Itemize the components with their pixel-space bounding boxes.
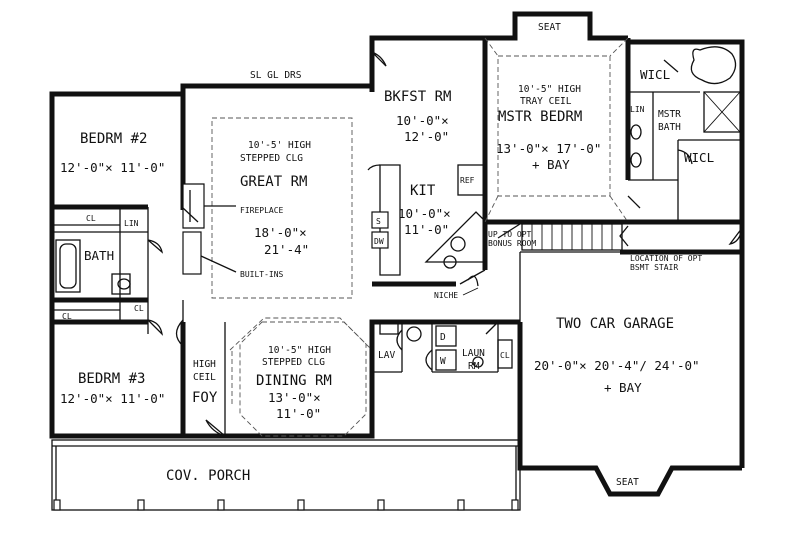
foyer-ceiling-1: HIGH: [193, 359, 216, 370]
bedroom-3-size: 12'-0"× 11'-0": [60, 391, 165, 406]
lav-label: LAV: [378, 350, 395, 361]
master-bath-label-1: MSTR: [658, 109, 681, 120]
room-labels: SL GL DRS BEDRM #2 12'-0"× 11'-0" 10'-5'…: [60, 22, 714, 488]
seat-bottom-label: SEAT: [616, 477, 639, 488]
master-bedroom-bay: + BAY: [532, 157, 570, 172]
sl-gl-drs-label: SL GL DRS: [250, 70, 302, 81]
bedroom-3-name: BEDRM #3: [78, 371, 145, 387]
kitchen-name: KIT: [410, 183, 436, 199]
great-room-size-1: 18'-0"×: [254, 225, 307, 240]
master-bedroom-name: MSTR BEDRM: [498, 109, 582, 125]
hall-bath-label: BATH: [84, 248, 114, 263]
great-room-size-2: 21'-4": [264, 242, 309, 257]
dining-room-size-1: 13'-0"×: [268, 390, 321, 405]
sink-label: S: [376, 217, 381, 226]
bedroom-2-size: 12'-0"× 11'-0": [60, 160, 165, 175]
built-ins-label: BUILT-INS: [240, 270, 284, 279]
dining-note-1: 10'-5" HIGH: [268, 345, 331, 356]
basement-stair-label-1: LOCATION OF OPT: [630, 254, 702, 263]
master-note-1: 10'-5" HIGH: [518, 84, 581, 95]
breakfast-room-size-2: 12'-0": [404, 129, 449, 144]
dishwasher-label: DW: [374, 237, 384, 246]
closet-b-label: CL: [134, 304, 144, 313]
master-bath-label-2: BATH: [658, 122, 681, 133]
walk-in-closet-bottom: WICL: [684, 150, 714, 165]
laundry-label-1: LAUN: [462, 348, 485, 359]
ceiling-outlines: [211, 37, 629, 437]
master-linen-label: LIN: [630, 105, 645, 114]
garage-name: TWO CAR GARAGE: [556, 316, 674, 332]
basement-stair-label-2: BSMT STAIR: [630, 263, 678, 272]
dining-room-name: DINING RM: [256, 373, 332, 389]
dining-room-size-2: 11'-0": [276, 406, 321, 421]
dryer-label: D: [440, 332, 446, 343]
covered-porch-label: COV. PORCH: [166, 468, 250, 484]
breakfast-room-name: BKFST RM: [384, 89, 451, 105]
bonus-room-label-2: BONUS ROOM: [488, 239, 536, 248]
closet-c-label: CL: [62, 312, 72, 321]
breakfast-room-size-1: 10'-0"×: [396, 113, 449, 128]
kitchen-size-2: 11'-0": [404, 222, 449, 237]
fixtures: [55, 46, 741, 371]
great-room-note-1: 10'-5' HIGH: [248, 140, 311, 151]
laundry-closet-label: CL: [500, 351, 510, 360]
refrigerator-label: REF: [460, 176, 475, 185]
seat-top-label: SEAT: [538, 22, 561, 33]
niche-label: NICHE: [434, 291, 458, 300]
master-bedroom-size: 13'-0"× 17'-0": [496, 141, 601, 156]
bonus-room-label-1: UP TO OPT: [488, 230, 532, 239]
hall-linen-label: LIN: [124, 219, 139, 228]
stairs: [497, 223, 623, 251]
doors: [147, 51, 743, 437]
garage-size: 20'-0"× 20'-4"/ 24'-0": [534, 358, 700, 373]
washer-label: W: [440, 356, 446, 367]
great-room-name: GREAT RM: [240, 174, 307, 190]
closet-a-label: CL: [86, 214, 96, 223]
foyer-name: FOY: [192, 390, 218, 406]
great-room-note-2: STEPPED CLG: [240, 153, 303, 164]
laundry-label-2: RM: [468, 361, 480, 372]
kitchen-size-1: 10'-0"×: [398, 206, 451, 221]
walk-in-closet-top: WICL: [640, 67, 670, 82]
foyer-ceiling-2: CEIL: [193, 372, 216, 383]
master-note-2: TRAY CEIL: [520, 96, 572, 107]
covered-porch: [51, 439, 521, 511]
bedroom-2-name: BEDRM #2: [80, 131, 147, 147]
interior-walls: [52, 38, 742, 436]
garage-bay: + BAY: [604, 380, 642, 395]
fireplace-label: FIREPLACE: [240, 206, 284, 215]
dining-note-2: STEPPED CLG: [262, 357, 325, 368]
